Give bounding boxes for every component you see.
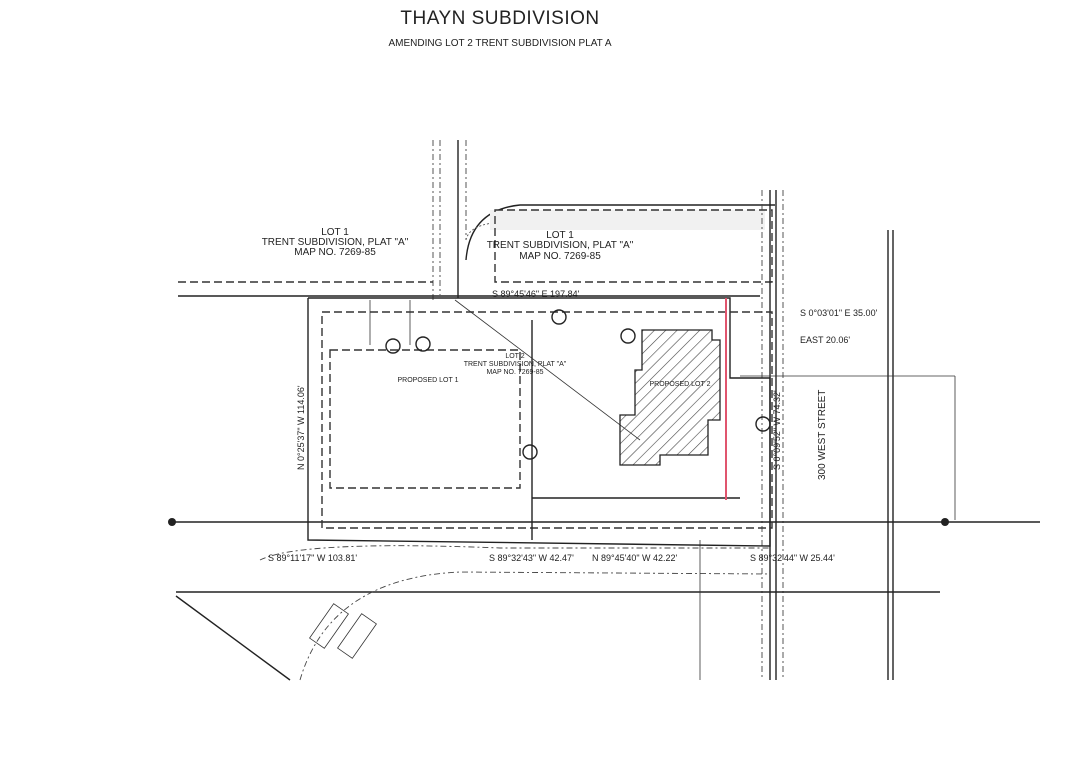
tree-icons	[385, 309, 771, 460]
street-name: 300 WEST STREET	[817, 390, 828, 480]
property-boundary	[307, 297, 773, 547]
lot1-west-map: MAP NO. 7269-85	[294, 247, 376, 258]
plat-subtitle: AMENDING LOT 2 TRENT SUBDIVISION PLAT A	[388, 38, 612, 49]
bearing-north: S 89°45'46" E 197.84'	[492, 289, 580, 299]
proposed-house-footprint	[619, 329, 721, 466]
lot2-map: MAP NO. 7269-85	[486, 369, 543, 376]
boundary-context	[170, 281, 1040, 681]
lot1-west-subdivision: TRENT SUBDIVISION, PLAT "A"	[262, 237, 409, 248]
lot1-north-map: MAP NO. 7269-85	[519, 251, 601, 262]
bearing-south-1: S 89°11'17" W 103.81'	[268, 553, 357, 563]
section-corner-marker	[168, 518, 949, 526]
lot1-north-label: LOT 1	[546, 230, 574, 241]
bearing-west: N 0°25'37" W 114.06'	[296, 385, 306, 470]
bearing-south-4: S 89°32'44" W 25.44'	[750, 553, 835, 563]
bearing-south-3: N 89°45'40" W 42.22'	[592, 553, 678, 563]
plat-title: THAYN SUBDIVISION	[400, 8, 600, 29]
lot2-subdivision: TRENT SUBDIVISION, PLAT "A"	[464, 361, 567, 368]
bearing-east-side: S 0°09'52" W 74.32'	[772, 390, 782, 470]
lot1-west-label: LOT 1	[321, 227, 349, 238]
bearing-east-top: S 0°03'01" E 35.00'	[800, 308, 878, 318]
north-road-lines	[432, 140, 775, 300]
lot2-label: LOT 2	[505, 353, 524, 360]
lot1-north-subdivision: TRENT SUBDIVISION, PLAT "A"	[487, 240, 634, 251]
bearing-east-jog: EAST 20.06'	[800, 335, 850, 345]
proposed-lot2-label: PROPOSED LOT 2	[650, 381, 711, 388]
proposed-lot1-label: PROPOSED LOT 1	[398, 377, 459, 384]
bearing-south-2: S 89°32'43" W 42.47'	[489, 553, 574, 563]
